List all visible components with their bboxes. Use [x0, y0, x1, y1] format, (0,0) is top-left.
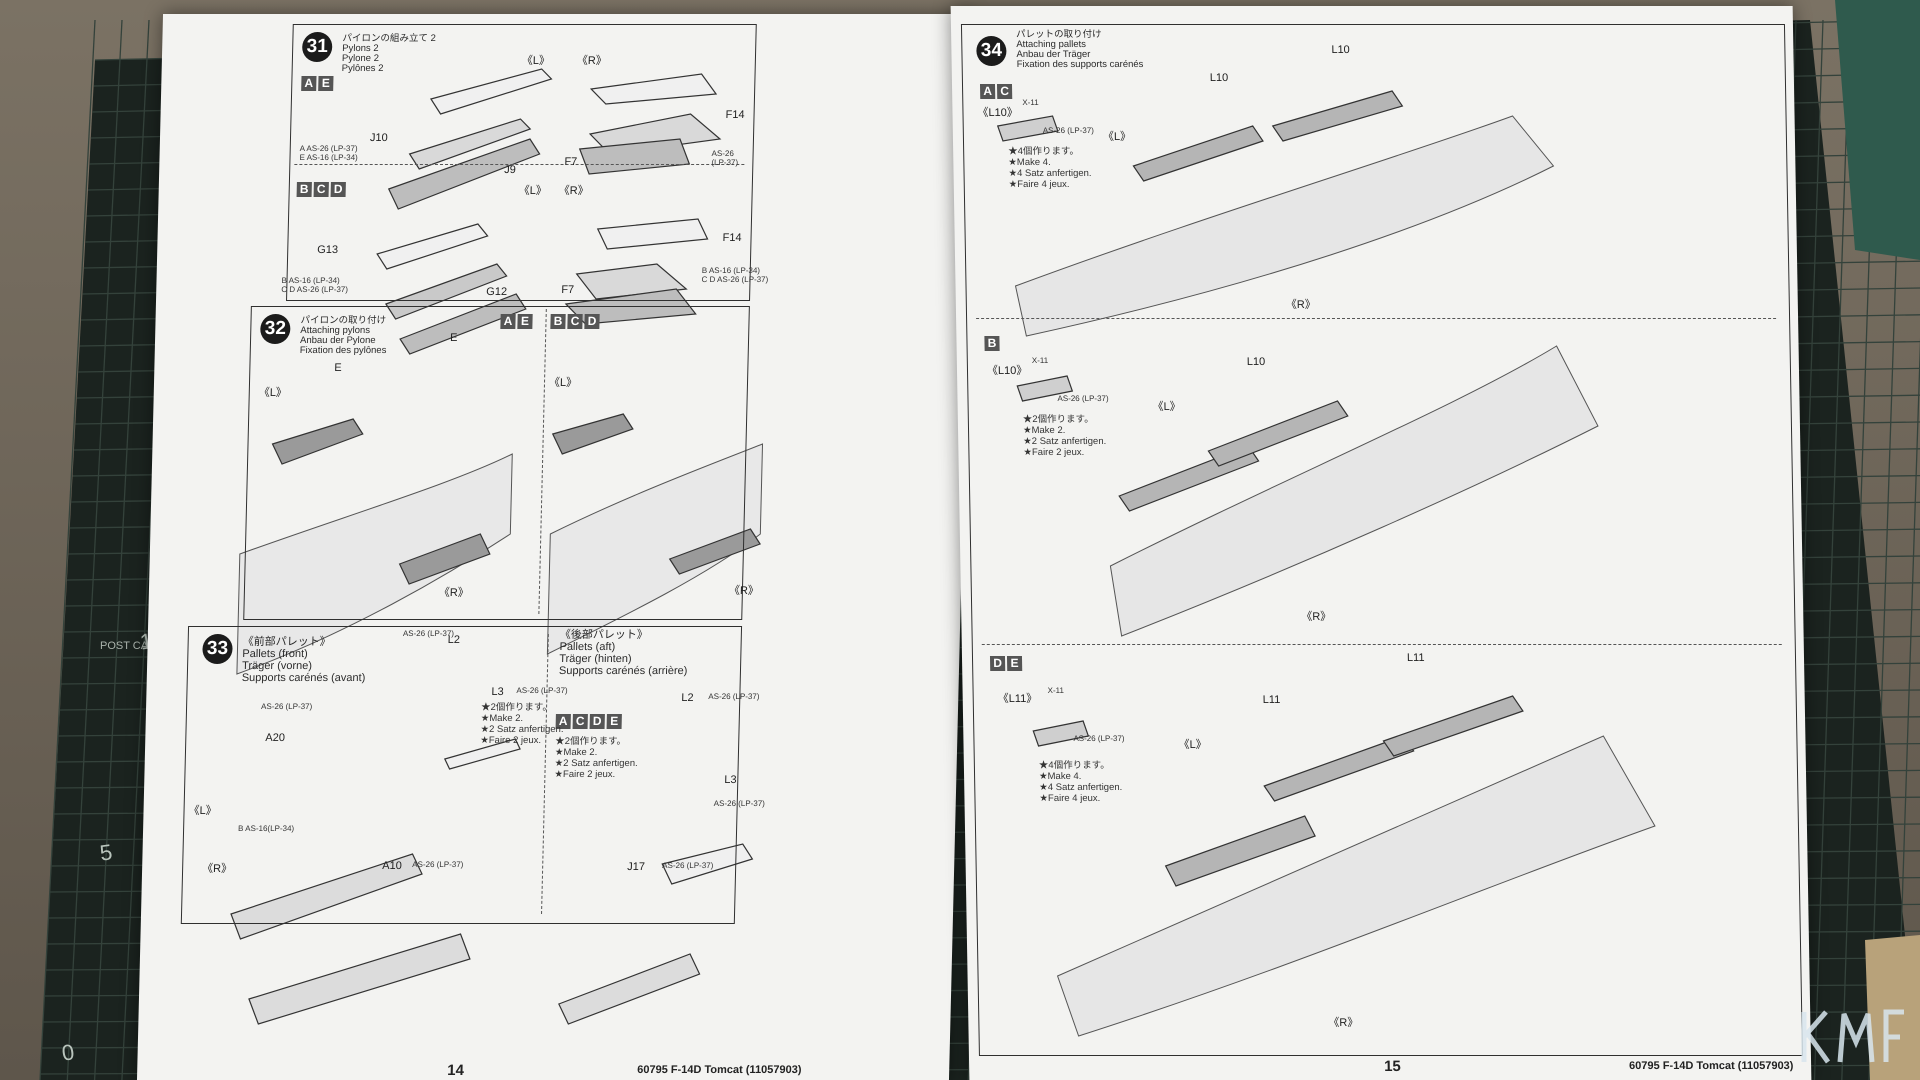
make-note: ★2個作ります。★Make 2. ★2 Satz anfertigen.★Fai… — [554, 736, 638, 780]
paint-note: AS-26 (LP-37) — [412, 860, 464, 869]
part-label: L3 — [491, 686, 504, 698]
part-label: A20 — [265, 732, 286, 744]
part-label: G12 — [486, 286, 508, 298]
sub-label: 《L11》 — [997, 693, 1038, 705]
paint-note: B AS-16 (LP-34)C D AS-26 (LP-37) — [281, 276, 349, 294]
part-label: E — [449, 332, 458, 344]
part-label: X-11 — [1022, 98, 1039, 107]
part-label: L10 — [1209, 72, 1229, 84]
part-label: J10 — [369, 132, 388, 144]
part-label: G13 — [317, 244, 339, 256]
paint-note: AS-26 (LP-37) — [1057, 394, 1109, 403]
part-label: 《L》 — [548, 377, 578, 389]
part-label: E — [334, 362, 342, 374]
step33-aft-titles: 《後部パレット》Pallets (aft) Träger (hinten)Sup… — [558, 629, 688, 677]
part-label: 《R》 — [728, 585, 760, 597]
part-label: 《R》 — [1328, 1017, 1359, 1029]
part-label: 《L》 — [1178, 739, 1207, 751]
paint-note: AS-26 (LP-37) — [713, 799, 765, 808]
sub-label: 《L10》 — [977, 107, 1018, 119]
make-note: ★4個作ります。★Make 4. ★4 Satz anfertigen.★Fai… — [1008, 146, 1092, 190]
paint-note: AS-26(LP-37) — [711, 149, 739, 167]
paint-note: B AS-16 (LP-34)C D AS-26 (LP-37) — [701, 266, 769, 284]
paint-note: AS-26 (LP-37) — [708, 692, 760, 701]
paint-note: AS-26 (LP-37) — [1042, 126, 1095, 135]
divider — [981, 644, 1782, 645]
part-label: L10 — [1246, 356, 1266, 368]
part-label: 《L》 — [518, 185, 547, 197]
paint-note: AS-26 (LP-37) — [662, 861, 714, 870]
part-label: J17 — [627, 861, 646, 873]
part-label: 《L》 — [521, 55, 551, 67]
part-label: F14 — [725, 109, 745, 121]
sub-label: 《L10》 — [986, 365, 1028, 377]
part-label: X-11 — [1047, 686, 1064, 695]
part-label: J9 — [504, 164, 516, 176]
page-footer: 60795 F-14D Tomcat (11057903) — [637, 1064, 802, 1076]
part-label: 《R》 — [1301, 611, 1332, 623]
part-label: L10 — [1331, 44, 1350, 56]
paint-note: AS-26 (LP-37) — [260, 702, 313, 711]
divider — [294, 164, 745, 165]
make-note: ★4個作ります。★Make 4. ★4 Satz anfertigen.★Fai… — [1038, 760, 1123, 804]
part-label: F14 — [722, 232, 742, 244]
part-label: 《R》 — [558, 185, 589, 197]
part-label: X-11 — [1031, 356, 1049, 365]
part-label: 《R》 — [201, 863, 233, 875]
paint-note: AS-26 (LP-37) — [1073, 734, 1125, 743]
paint-note: AS-26 (LP-37) — [402, 629, 455, 638]
part-label: L11 — [1262, 694, 1281, 706]
page-number: 15 — [1383, 1058, 1401, 1075]
variant-badges: B — [984, 336, 1000, 351]
part-label: L11 — [1406, 652, 1425, 664]
part-label: 《R》 — [438, 587, 469, 599]
paint-note: B AS-16(LP-34) — [238, 824, 295, 833]
part-label: L2 — [681, 692, 694, 704]
part-label: F7 — [564, 156, 578, 168]
step-number-34: 34 — [976, 36, 1007, 66]
make-note: ★2個作ります。★Make 2. ★2 Satz anfertigen.★Fai… — [1022, 414, 1107, 458]
part-label: 《L》 — [1152, 401, 1181, 413]
watermark-logo — [1801, 1009, 1904, 1064]
left-page-drawings — [230, 68, 764, 1025]
page-number: 14 — [446, 1062, 465, 1079]
part-label: 《L》 — [1102, 131, 1132, 143]
part-label: 《R》 — [1285, 299, 1316, 311]
part-label: L3 — [724, 774, 737, 786]
paint-note: A AS-26 (LP-37)E AS-16 (LP-34) — [299, 144, 358, 162]
part-label: 《R》 — [576, 55, 607, 67]
right-page-drawings — [996, 90, 1656, 1037]
step33-titles: 《前部パレット》Pallets (front) Träger (vorne)Su… — [241, 636, 366, 684]
paint-note: AS-26 (LP-37) — [516, 686, 568, 695]
make-note: ★2個作ります。★Make 2. ★2 Satz anfertigen.★Fai… — [480, 702, 564, 746]
part-label: A10 — [382, 860, 402, 872]
part-label: F7 — [561, 284, 575, 296]
page-footer: 60795 F-14D Tomcat (11057903) — [1629, 1060, 1794, 1072]
part-label: 《L》 — [188, 805, 217, 817]
divider — [976, 318, 1777, 319]
part-label: 《L》 — [258, 387, 288, 399]
